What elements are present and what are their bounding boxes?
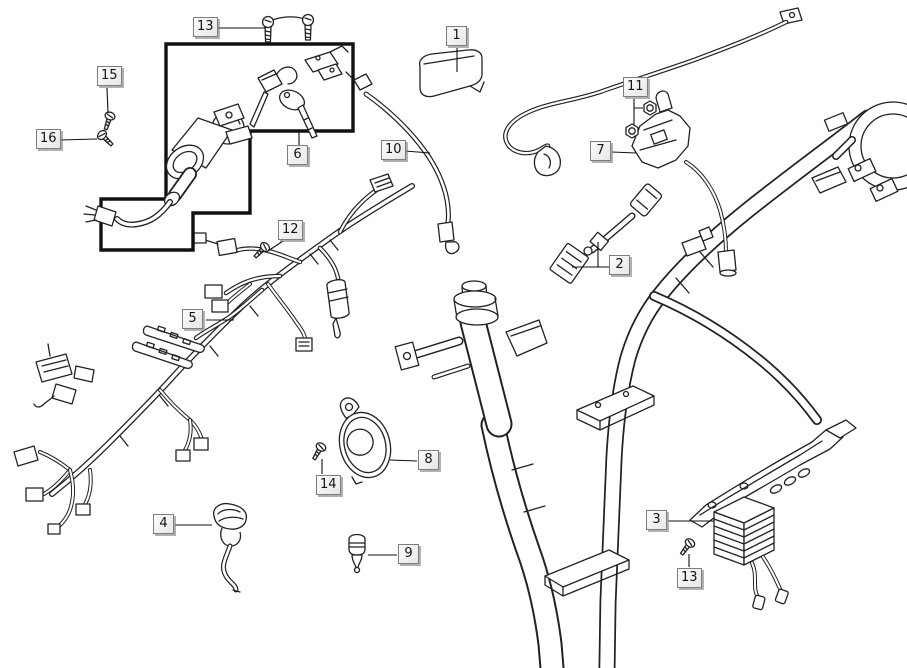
callout-9[interactable]: 9	[398, 544, 419, 564]
callout-12[interactable]: 12	[278, 220, 303, 240]
sensor-part-drawing	[348, 533, 366, 574]
callout-15[interactable]: 15	[97, 66, 122, 86]
throttle-cable-drawing	[345, 71, 460, 255]
nut-11a-drawing	[643, 100, 657, 116]
callout-13-top[interactable]: 13	[193, 17, 218, 37]
callout-3[interactable]: 3	[646, 510, 667, 530]
nut-11b-drawing	[625, 123, 639, 139]
horn-drawing	[338, 397, 392, 485]
callout-14[interactable]: 14	[316, 475, 341, 495]
bolts-drawing	[261, 13, 315, 43]
bulb-socket-drawing	[213, 502, 248, 593]
screw-14-drawing	[309, 440, 328, 463]
screw-15-drawing	[100, 110, 117, 132]
ignition-kit-box-drawing	[83, 42, 355, 252]
callout-7[interactable]: 7	[590, 141, 611, 161]
callout-4[interactable]: 4	[153, 514, 174, 534]
spark-plug-lead-drawing	[549, 183, 663, 284]
screw-13-drawing	[676, 536, 697, 558]
callout-11[interactable]: 11	[623, 77, 648, 97]
callout-2[interactable]: 2	[609, 255, 630, 275]
cover-part-drawing	[418, 49, 485, 98]
callout-6[interactable]: 6	[287, 145, 308, 165]
wiring-harness-drawing	[13, 173, 415, 535]
callout-1[interactable]: 1	[446, 26, 467, 46]
callout-10[interactable]: 10	[381, 140, 406, 160]
callout-13-bottom[interactable]: 13	[677, 568, 702, 588]
ground-cable-drawing	[503, 7, 803, 177]
regulator-bracket-drawing	[689, 419, 857, 528]
voltage-regulator-drawing	[713, 496, 789, 611]
frame-drawing	[394, 101, 907, 668]
rubber-mount-drawing	[631, 90, 737, 277]
callout-8[interactable]: 8	[418, 450, 439, 470]
screw-16-drawing	[95, 128, 117, 150]
callout-16[interactable]: 16	[36, 129, 61, 149]
callout-5[interactable]: 5	[182, 309, 203, 329]
leader-lines	[59, 27, 714, 567]
